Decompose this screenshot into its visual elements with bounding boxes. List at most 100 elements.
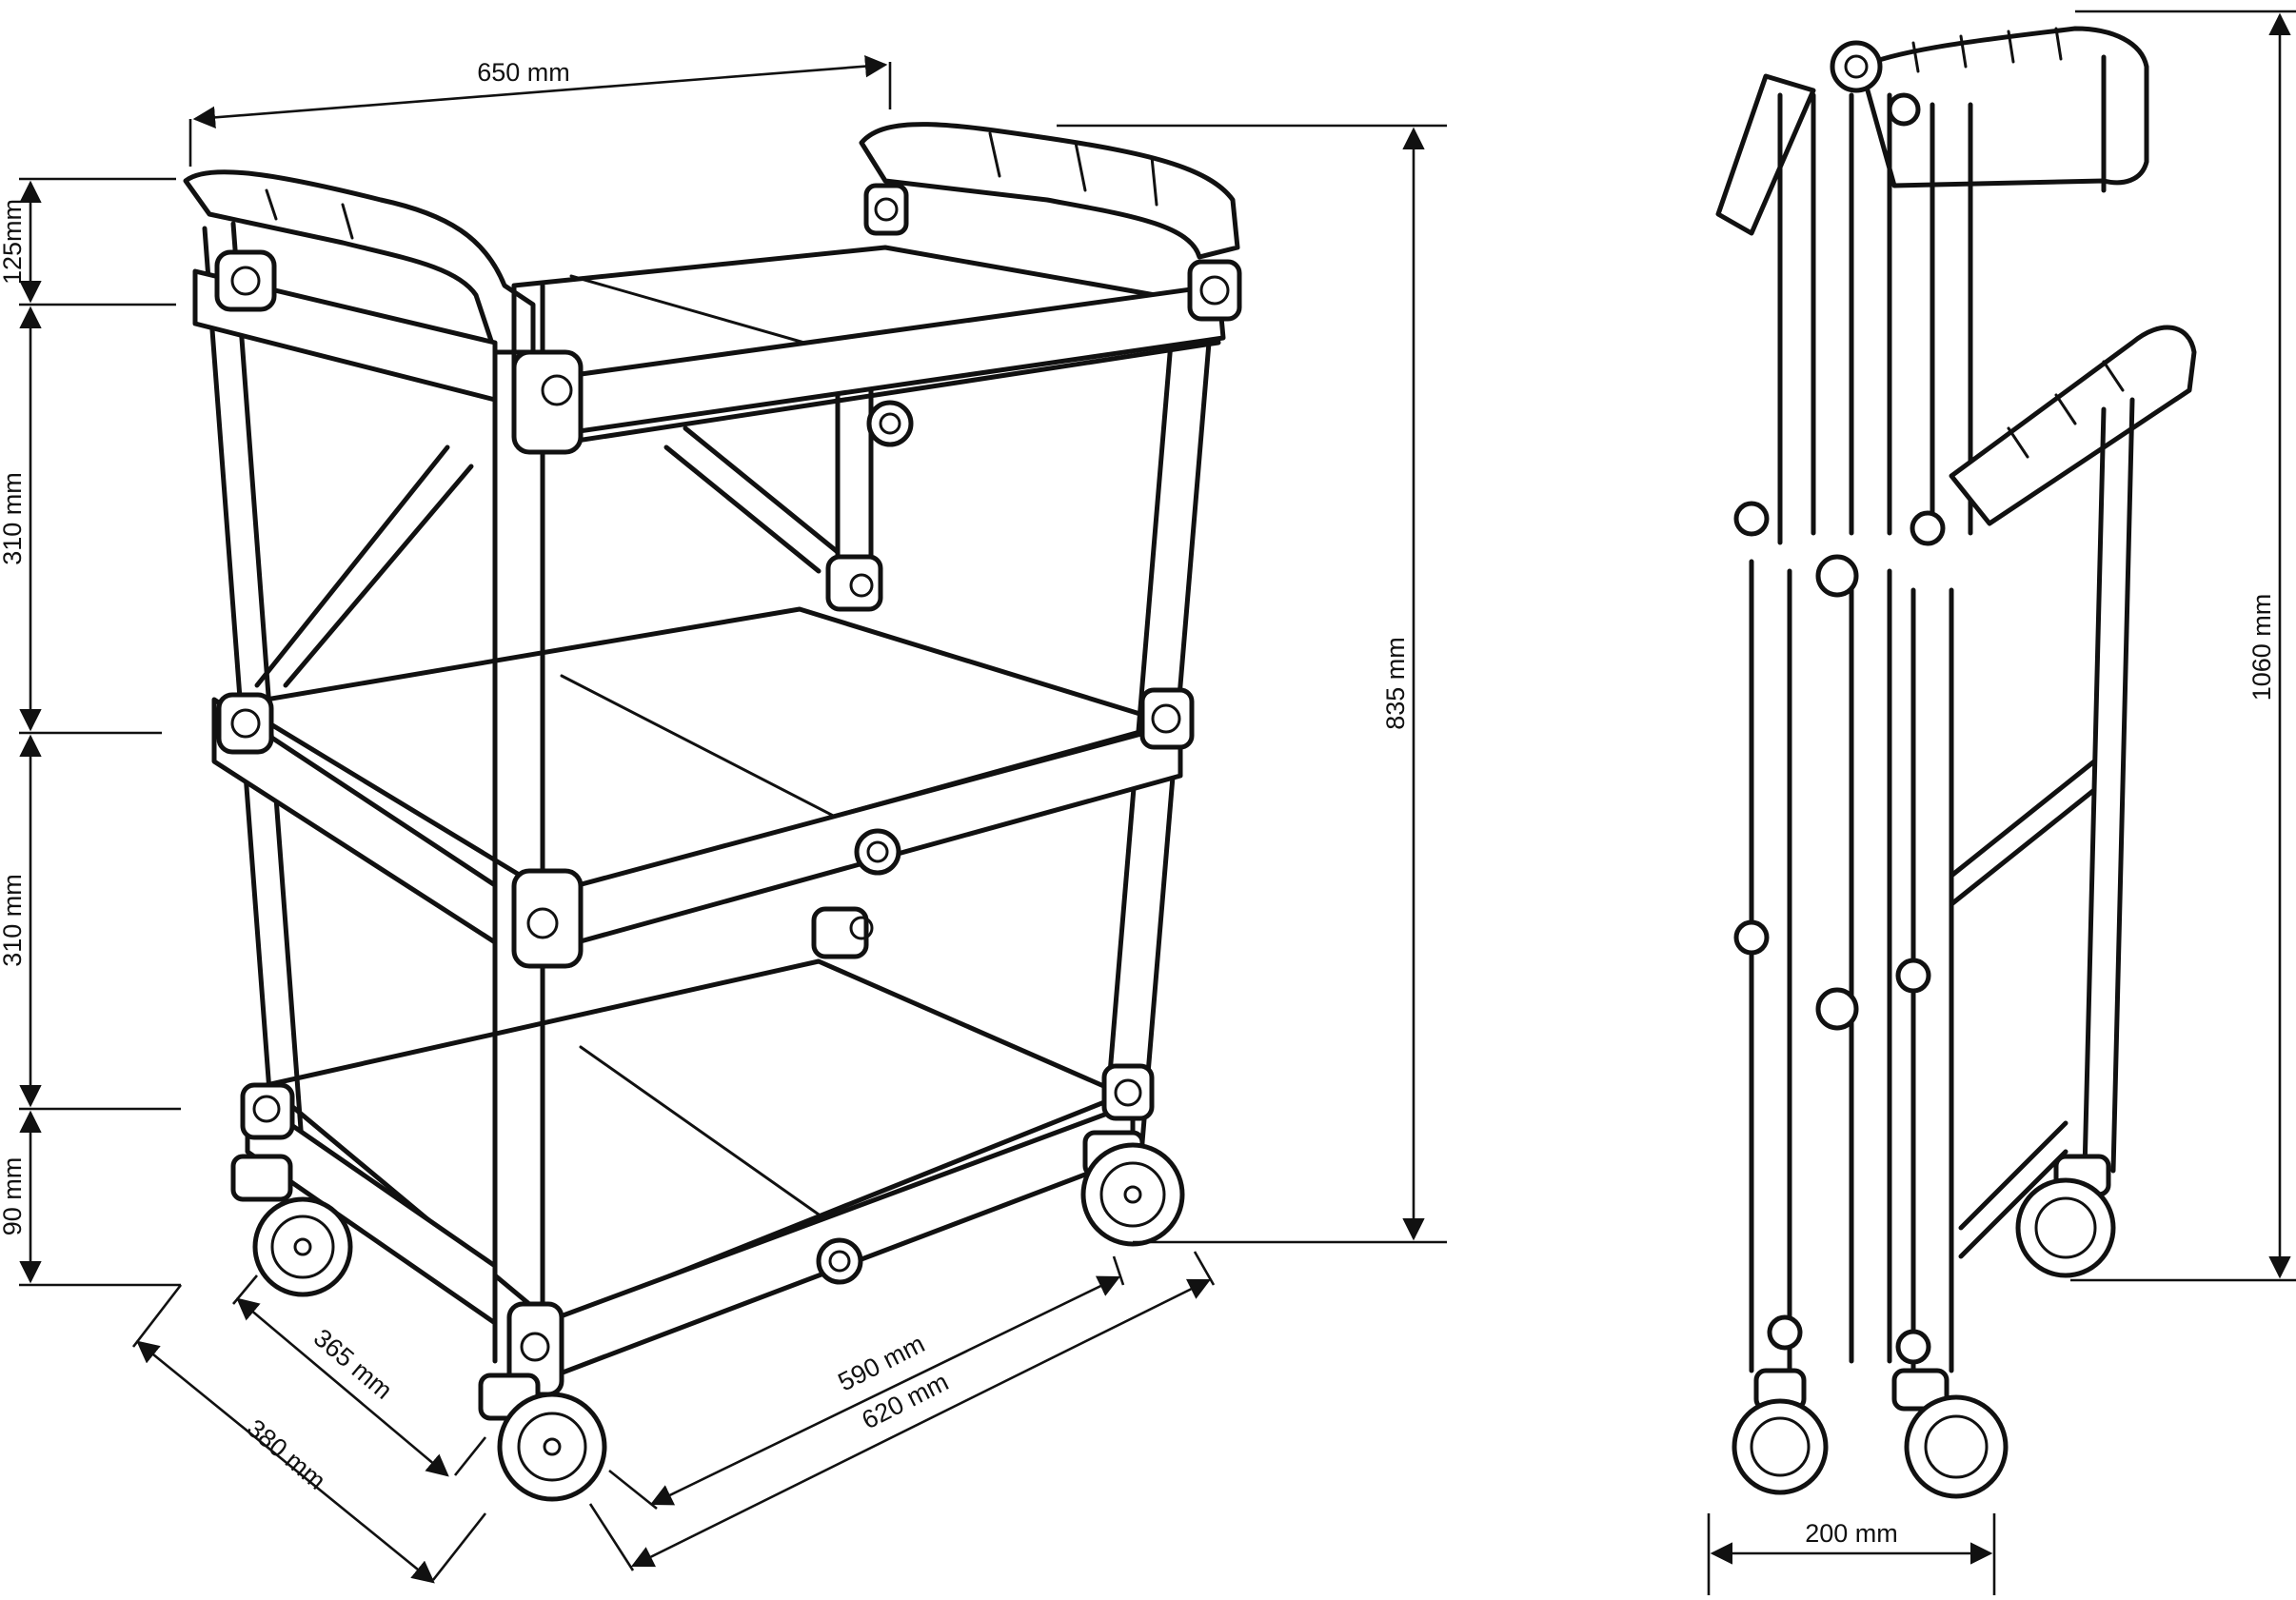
caster-hub: [2034, 1196, 2097, 1259]
label-folded-width: 200 mm: [1805, 1519, 1898, 1548]
bracket: [511, 868, 584, 969]
caster-hub: [1924, 1414, 1989, 1479]
caster-hub: [1750, 1416, 1811, 1477]
caster-wheel-icon: [1080, 1142, 1185, 1247]
side-brace-left: [254, 444, 474, 688]
bolt-icon: [874, 197, 899, 222]
bracket: [1139, 687, 1195, 750]
caster-wheel-icon: [497, 1392, 607, 1502]
dim-depth-outer: [136, 1340, 435, 1584]
label-height-handle: 125mm: [0, 199, 27, 285]
folded-brace-upper: [1949, 759, 2097, 907]
corner-bolts: [214, 183, 1242, 1397]
hinge-knob-icon: [854, 828, 901, 876]
hinge-knob-center: [879, 412, 901, 435]
caster-hub: [517, 1412, 587, 1482]
pivot-icon: [1830, 40, 1883, 93]
bracket: [1187, 259, 1242, 322]
folded-rail-a: [1777, 92, 1816, 545]
assembled-cart: [183, 122, 1242, 1502]
pivot-icon: [1767, 1314, 1803, 1351]
bolt-icon: [230, 708, 261, 739]
hinge-knob-center: [828, 1250, 851, 1273]
extension-lines-depth-outer: [131, 1284, 487, 1581]
bolt-icon: [1199, 275, 1230, 306]
folded-cart: [1715, 26, 2197, 1499]
handle-left-grip: [265, 188, 354, 240]
caster-axle: [293, 1237, 312, 1256]
caster-wheel-icon: [1904, 1394, 2009, 1499]
pivot-icon: [1910, 510, 1946, 546]
bolt-icon: [849, 573, 874, 598]
pivot-icon: [1815, 987, 1859, 1031]
hinge-knob-icon: [816, 1237, 863, 1285]
caster-wheel-icon: [2015, 1177, 2116, 1278]
caster-wheel-icon: [1732, 1398, 1829, 1495]
bolt-icon: [1151, 703, 1181, 734]
dim-width-top: [192, 54, 888, 129]
caster-hub: [1099, 1161, 1166, 1228]
extension-lines-folded-height: [2070, 10, 2296, 1282]
label-height-middle: 310 mm: [0, 874, 27, 967]
bracket: [825, 554, 883, 612]
casters: [230, 1130, 1185, 1502]
pivot-icon: [1887, 92, 1921, 127]
label-height-wheel: 90 mm: [0, 1157, 27, 1236]
bracket: [811, 906, 869, 959]
bracket: [240, 1082, 295, 1140]
label-width-top: 650 mm: [477, 58, 570, 87]
bolt-icon: [1114, 1078, 1142, 1107]
pivot-icon: [1815, 554, 1859, 598]
folded-brace-lower: [1958, 1120, 2068, 1259]
bracket: [216, 692, 274, 755]
bolt-icon: [541, 374, 573, 406]
pivot-icon: [1895, 958, 1931, 994]
folded-casters: [1732, 1154, 2116, 1499]
hinge-knob-icon: [866, 400, 914, 447]
pivot-center: [1844, 54, 1869, 79]
dim-length-outer: [630, 1278, 1212, 1568]
dimension-lines-folded: 1060 mm 200 mm: [1707, 10, 2296, 1595]
handle-left: [183, 169, 536, 355]
caster-mount: [1891, 1368, 1950, 1412]
front-left-post: [492, 283, 545, 1364]
pivot-icon: [1733, 501, 1770, 537]
label-depth-inner: 365 mm: [308, 1323, 398, 1405]
bolt-icon: [849, 916, 874, 940]
label-folded-height: 1060 mm: [2247, 594, 2276, 701]
caster-axle: [543, 1437, 562, 1456]
folded-lower-rail-a: [1749, 559, 1792, 1373]
folded-lower-rail-b: [1849, 568, 1892, 1364]
handle-right-grip: [988, 131, 1158, 207]
folded-pivots: [1733, 40, 1946, 1365]
pivot-icon: [1895, 1329, 1931, 1365]
shelf-middle-left-rail: [211, 697, 498, 945]
caster-wheel-icon: [252, 1196, 353, 1297]
bolt-icon: [252, 1095, 281, 1123]
hinge-knob-center: [866, 840, 889, 863]
label-height-upper: 310 mm: [0, 472, 27, 565]
caster-axle: [1123, 1185, 1142, 1204]
folded-lower-rail-d: [2082, 397, 2135, 1174]
bolt-icon: [520, 1332, 550, 1362]
side-brace-back: [663, 425, 841, 574]
shelf-middle-crease: [560, 674, 878, 840]
extension-lines-folded-width: [1707, 1513, 1996, 1595]
bolt-icon: [230, 266, 261, 296]
label-depth-outer: 380 mm: [242, 1413, 331, 1495]
label-total-height: 835 mm: [1381, 637, 1410, 730]
extension-lines-left: [19, 177, 181, 1287]
folded-upper-arm: [1715, 73, 1816, 236]
folded-handle-lower: [1949, 325, 2197, 526]
caster-hub: [270, 1215, 335, 1279]
extension-lines-right: [1057, 124, 1447, 1244]
folded-handle-lower-grip: [2007, 360, 2125, 459]
caster-mount: [230, 1154, 293, 1202]
shelf-bottom-crease: [579, 1045, 840, 1230]
bracket: [214, 249, 277, 312]
handle-right: [859, 122, 1240, 260]
folded-handle-upper-grip: [1911, 27, 2063, 73]
bracket: [863, 183, 909, 236]
